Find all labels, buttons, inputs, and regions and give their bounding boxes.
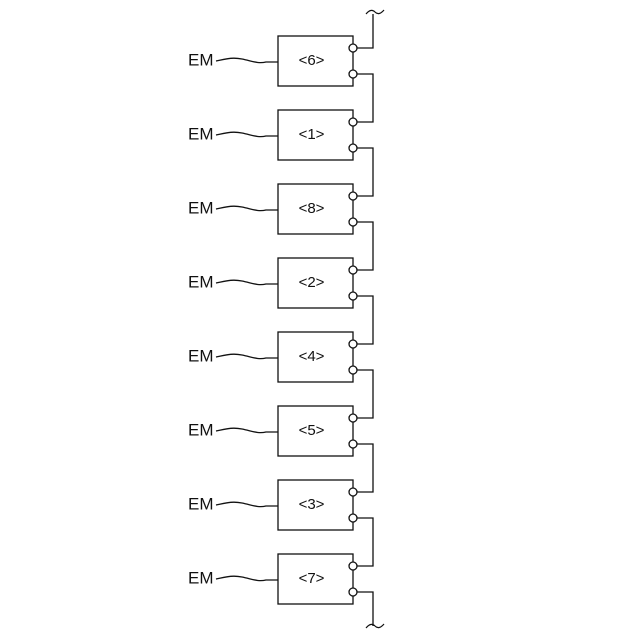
- signal-wire: [216, 502, 278, 506]
- signal-label: EM: [188, 420, 214, 439]
- chain-input-wire: [357, 14, 373, 48]
- modules-layer: EM <6> EM <1> EM <8> EM <2> EM <4> EM <5> EM <3> EM <7>: [188, 36, 353, 604]
- signal-label: EM: [188, 198, 214, 217]
- signal-label: EM: [188, 346, 214, 365]
- terminal-icon: [349, 488, 357, 496]
- signal-wire: [216, 206, 278, 210]
- terminal-icon: [349, 292, 357, 300]
- module-label: <5>: [299, 422, 325, 439]
- terminal-icon: [349, 514, 357, 522]
- module-unit: EM <6>: [188, 36, 353, 86]
- module-label: <4>: [299, 348, 325, 365]
- terminal-icon: [349, 562, 357, 570]
- bottom-break-mark: [366, 624, 384, 628]
- terminal-icon: [349, 266, 357, 274]
- chain-link-wire: [357, 74, 373, 122]
- terminal-icon: [349, 192, 357, 200]
- chain-output-wire: [357, 592, 373, 626]
- terminal-icon: [349, 414, 357, 422]
- terminal-icon: [349, 366, 357, 374]
- terminal-icon: [349, 218, 357, 226]
- module-label: <8>: [299, 200, 325, 217]
- module-label: <2>: [299, 274, 325, 291]
- chain-link-wire: [357, 222, 373, 270]
- module-label: <6>: [299, 52, 325, 69]
- signal-label: EM: [188, 124, 214, 143]
- signal-wire: [216, 58, 278, 62]
- module-label: <3>: [299, 496, 325, 513]
- signal-wire: [216, 280, 278, 284]
- signal-label: EM: [188, 568, 214, 587]
- signal-label: EM: [188, 272, 214, 291]
- module-unit: EM <1>: [188, 110, 353, 160]
- signal-label: EM: [188, 494, 214, 513]
- signal-label: EM: [188, 50, 214, 69]
- module-unit: EM <8>: [188, 184, 353, 234]
- module-unit: EM <4>: [188, 332, 353, 382]
- top-break-mark: [366, 10, 384, 14]
- terminal-icon: [349, 588, 357, 596]
- module-unit: EM <5>: [188, 406, 353, 456]
- module-unit: EM <3>: [188, 480, 353, 530]
- signal-wire: [216, 132, 278, 136]
- module-label: <1>: [299, 126, 325, 143]
- chain-link-wire: [357, 444, 373, 492]
- terminal-icon: [349, 44, 357, 52]
- chain-wiring: [349, 10, 384, 628]
- terminal-icon: [349, 340, 357, 348]
- signal-wire: [216, 576, 278, 580]
- terminal-icon: [349, 440, 357, 448]
- chain-link-wire: [357, 148, 373, 196]
- chain-link-wire: [357, 296, 373, 344]
- chain-link-wire: [357, 518, 373, 566]
- signal-wire: [216, 428, 278, 432]
- module-unit: EM <7>: [188, 554, 353, 604]
- terminal-icon: [349, 144, 357, 152]
- signal-wire: [216, 354, 278, 358]
- terminal-icon: [349, 118, 357, 126]
- terminal-icon: [349, 70, 357, 78]
- module-label: <7>: [299, 570, 325, 587]
- module-unit: EM <2>: [188, 258, 353, 308]
- chain-link-wire: [357, 370, 373, 418]
